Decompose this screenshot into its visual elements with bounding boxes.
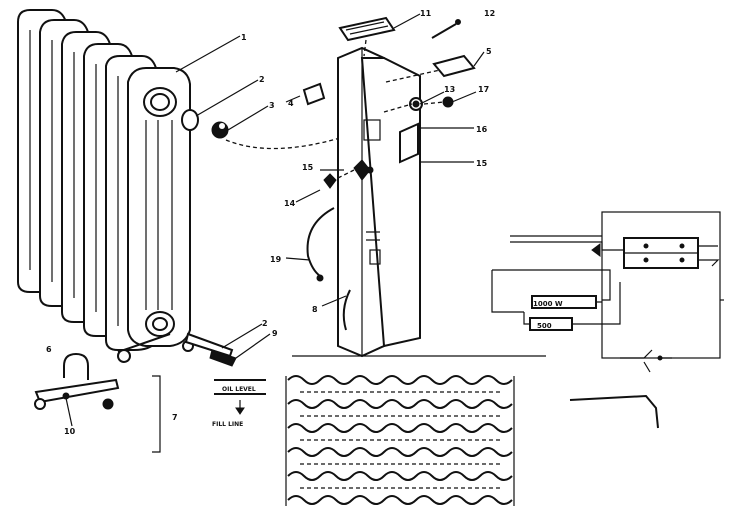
callout-17: 17 bbox=[478, 85, 489, 94]
callout-9: 9 bbox=[272, 329, 278, 338]
radiator-fins bbox=[17, 9, 199, 363]
screw bbox=[431, 23, 457, 39]
callout-15-right: 15 bbox=[476, 159, 488, 168]
fill-line-label: FILL LINE bbox=[212, 421, 243, 428]
callout-13: 13 bbox=[444, 85, 455, 94]
callout-2-top: 2 bbox=[259, 75, 265, 84]
callout-4: 4 bbox=[288, 99, 294, 108]
callout-11: 11 bbox=[420, 9, 432, 18]
callout-10: 10 bbox=[64, 427, 76, 436]
control-panel bbox=[337, 46, 421, 358]
callout-6: 6 bbox=[46, 345, 52, 354]
callout-19: 19 bbox=[270, 255, 282, 264]
heating-element bbox=[184, 332, 237, 367]
bracket bbox=[302, 82, 326, 106]
callout-1: 1 bbox=[241, 33, 247, 42]
callout-16: 16 bbox=[476, 125, 488, 134]
callout-2-bottom: 2 bbox=[262, 319, 268, 328]
oil-level-label: OIL LEVEL bbox=[222, 386, 256, 393]
component-upper-label: 1000 W bbox=[533, 300, 563, 308]
callout-7: 7 bbox=[172, 413, 178, 422]
callout-12: 12 bbox=[484, 9, 495, 18]
oil-level-gauge bbox=[214, 379, 266, 415]
top-grille bbox=[338, 16, 396, 57]
cord-plug bbox=[211, 121, 341, 150]
fin-profile bbox=[285, 355, 659, 506]
callout-14: 14 bbox=[284, 199, 296, 208]
caster-assembly bbox=[34, 352, 120, 410]
callout-3: 3 bbox=[269, 101, 275, 110]
leader-lines bbox=[65, 13, 485, 427]
callout-5: 5 bbox=[486, 47, 492, 56]
component-lower-label: 500 bbox=[537, 322, 552, 330]
wiring-schematic: 1000 W 500 bbox=[491, 211, 724, 373]
callout-15-left: 15 bbox=[302, 163, 314, 172]
mounting-pad bbox=[432, 54, 476, 78]
callout-8: 8 bbox=[312, 305, 318, 314]
callout-labels: 1 2 3 4 5 6 7 8 9 10 11 12 13 14 15 15 1… bbox=[46, 9, 495, 436]
